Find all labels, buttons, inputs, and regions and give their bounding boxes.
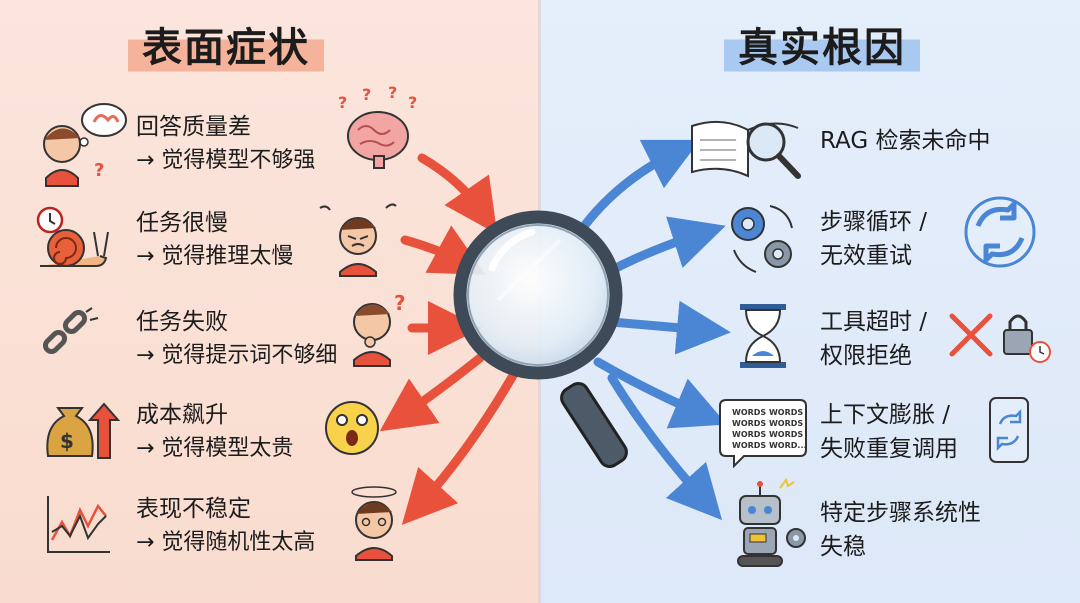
cause-3-line2: 权限拒绝: [820, 343, 912, 369]
cause-4-line1: 上下文膨胀 /: [820, 402, 951, 428]
symptom-1-title: 回答质量差: [136, 114, 251, 140]
symptom-2-belief: → 觉得推理太慢: [136, 244, 294, 269]
cause-3-line1: 工具超时 /: [820, 309, 928, 335]
panel-divider: [538, 0, 541, 603]
symptom-1: 回答质量差 → 觉得模型不够强: [136, 110, 315, 178]
cause-1: RAG 检索未命中: [820, 124, 991, 158]
cause-4: 上下文膨胀 / 失败重复调用: [820, 398, 958, 466]
symptom-2: 任务很慢 → 觉得推理太慢: [136, 206, 293, 274]
root-causes-title: 真实根因: [724, 20, 920, 76]
symptom-4-title: 成本飙升: [136, 402, 228, 428]
symptom-4-belief: → 觉得模型太贵: [136, 436, 294, 461]
symptom-1-belief: → 觉得模型不够强: [136, 148, 316, 173]
cause-3: 工具超时 / 权限拒绝: [820, 305, 927, 373]
cause-2-line1: 步骤循环 /: [820, 209, 928, 235]
symptom-3: 任务失败 → 觉得提示词不够细: [136, 305, 337, 373]
symptom-2-title: 任务很慢: [136, 210, 228, 236]
symptom-5: 表现不稳定 → 觉得随机性太高: [136, 492, 315, 560]
cause-5-line1: 特定步骤系统性: [820, 500, 981, 526]
cause-2-line2: 无效重试: [820, 243, 912, 269]
symptom-5-belief: → 觉得随机性太高: [136, 530, 316, 555]
symptom-5-title: 表现不稳定: [136, 496, 251, 522]
cause-5: 特定步骤系统性 失稳: [820, 496, 981, 564]
symptom-3-belief: → 觉得提示词不够细: [136, 343, 338, 368]
root-causes-panel: [540, 0, 1080, 603]
symptom-3-title: 任务失败: [136, 309, 228, 335]
symptom-4: 成本飙升 → 觉得模型太贵: [136, 398, 293, 466]
cause-1-line1: RAG 检索未命中: [820, 128, 991, 154]
cause-4-line2: 失败重复调用: [820, 436, 958, 462]
cause-5-line2: 失稳: [820, 534, 866, 560]
symptoms-title: 表面症状: [128, 20, 324, 76]
cause-2: 步骤循环 / 无效重试: [820, 205, 927, 273]
